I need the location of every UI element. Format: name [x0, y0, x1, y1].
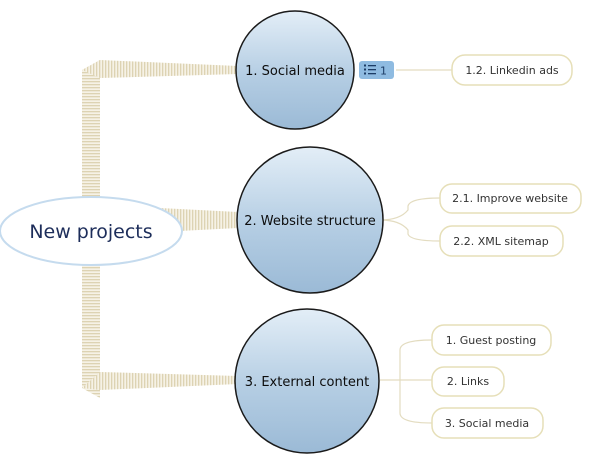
notes-badge[interactable]: 1 [359, 61, 394, 79]
leaf-social-media[interactable]: 3. Social media [431, 407, 544, 439]
topic-label: 2. Website structure [244, 214, 376, 229]
leaf-label: 2.1. Improve website [452, 192, 568, 205]
leaf-connectors [379, 69, 452, 424]
leaf-label: 2.2. XML sitemap [453, 235, 548, 248]
leaf-links[interactable]: 2. Links [431, 366, 505, 397]
list-icon [364, 64, 376, 75]
topic-social-media[interactable]: 1. Social media [235, 10, 355, 130]
topic-website-structure[interactable]: 2. Website structure [236, 146, 384, 294]
leaf-linkedin-ads[interactable]: 1.2. Linkedin ads [451, 54, 573, 86]
leaf-label: 2. Links [447, 375, 490, 388]
root-label: New projects [29, 221, 152, 243]
topic-external-content[interactable]: 3. External content [234, 308, 380, 454]
leaf-xml-sitemap[interactable]: 2.2. XML sitemap [439, 225, 564, 257]
leaf-guest-posting[interactable]: 1. Guest posting [431, 324, 552, 356]
root-node[interactable]: New projects [0, 196, 183, 266]
leaf-label: 1. Guest posting [446, 334, 537, 347]
topic-label: 1. Social media [245, 64, 345, 79]
topic-label: 3. External content [245, 375, 369, 390]
leaf-improve-website[interactable]: 2.1. Improve website [439, 183, 582, 214]
leaf-label: 1.2. Linkedin ads [465, 64, 559, 77]
badge-count: 1 [380, 65, 387, 78]
leaf-label: 3. Social media [445, 417, 529, 430]
